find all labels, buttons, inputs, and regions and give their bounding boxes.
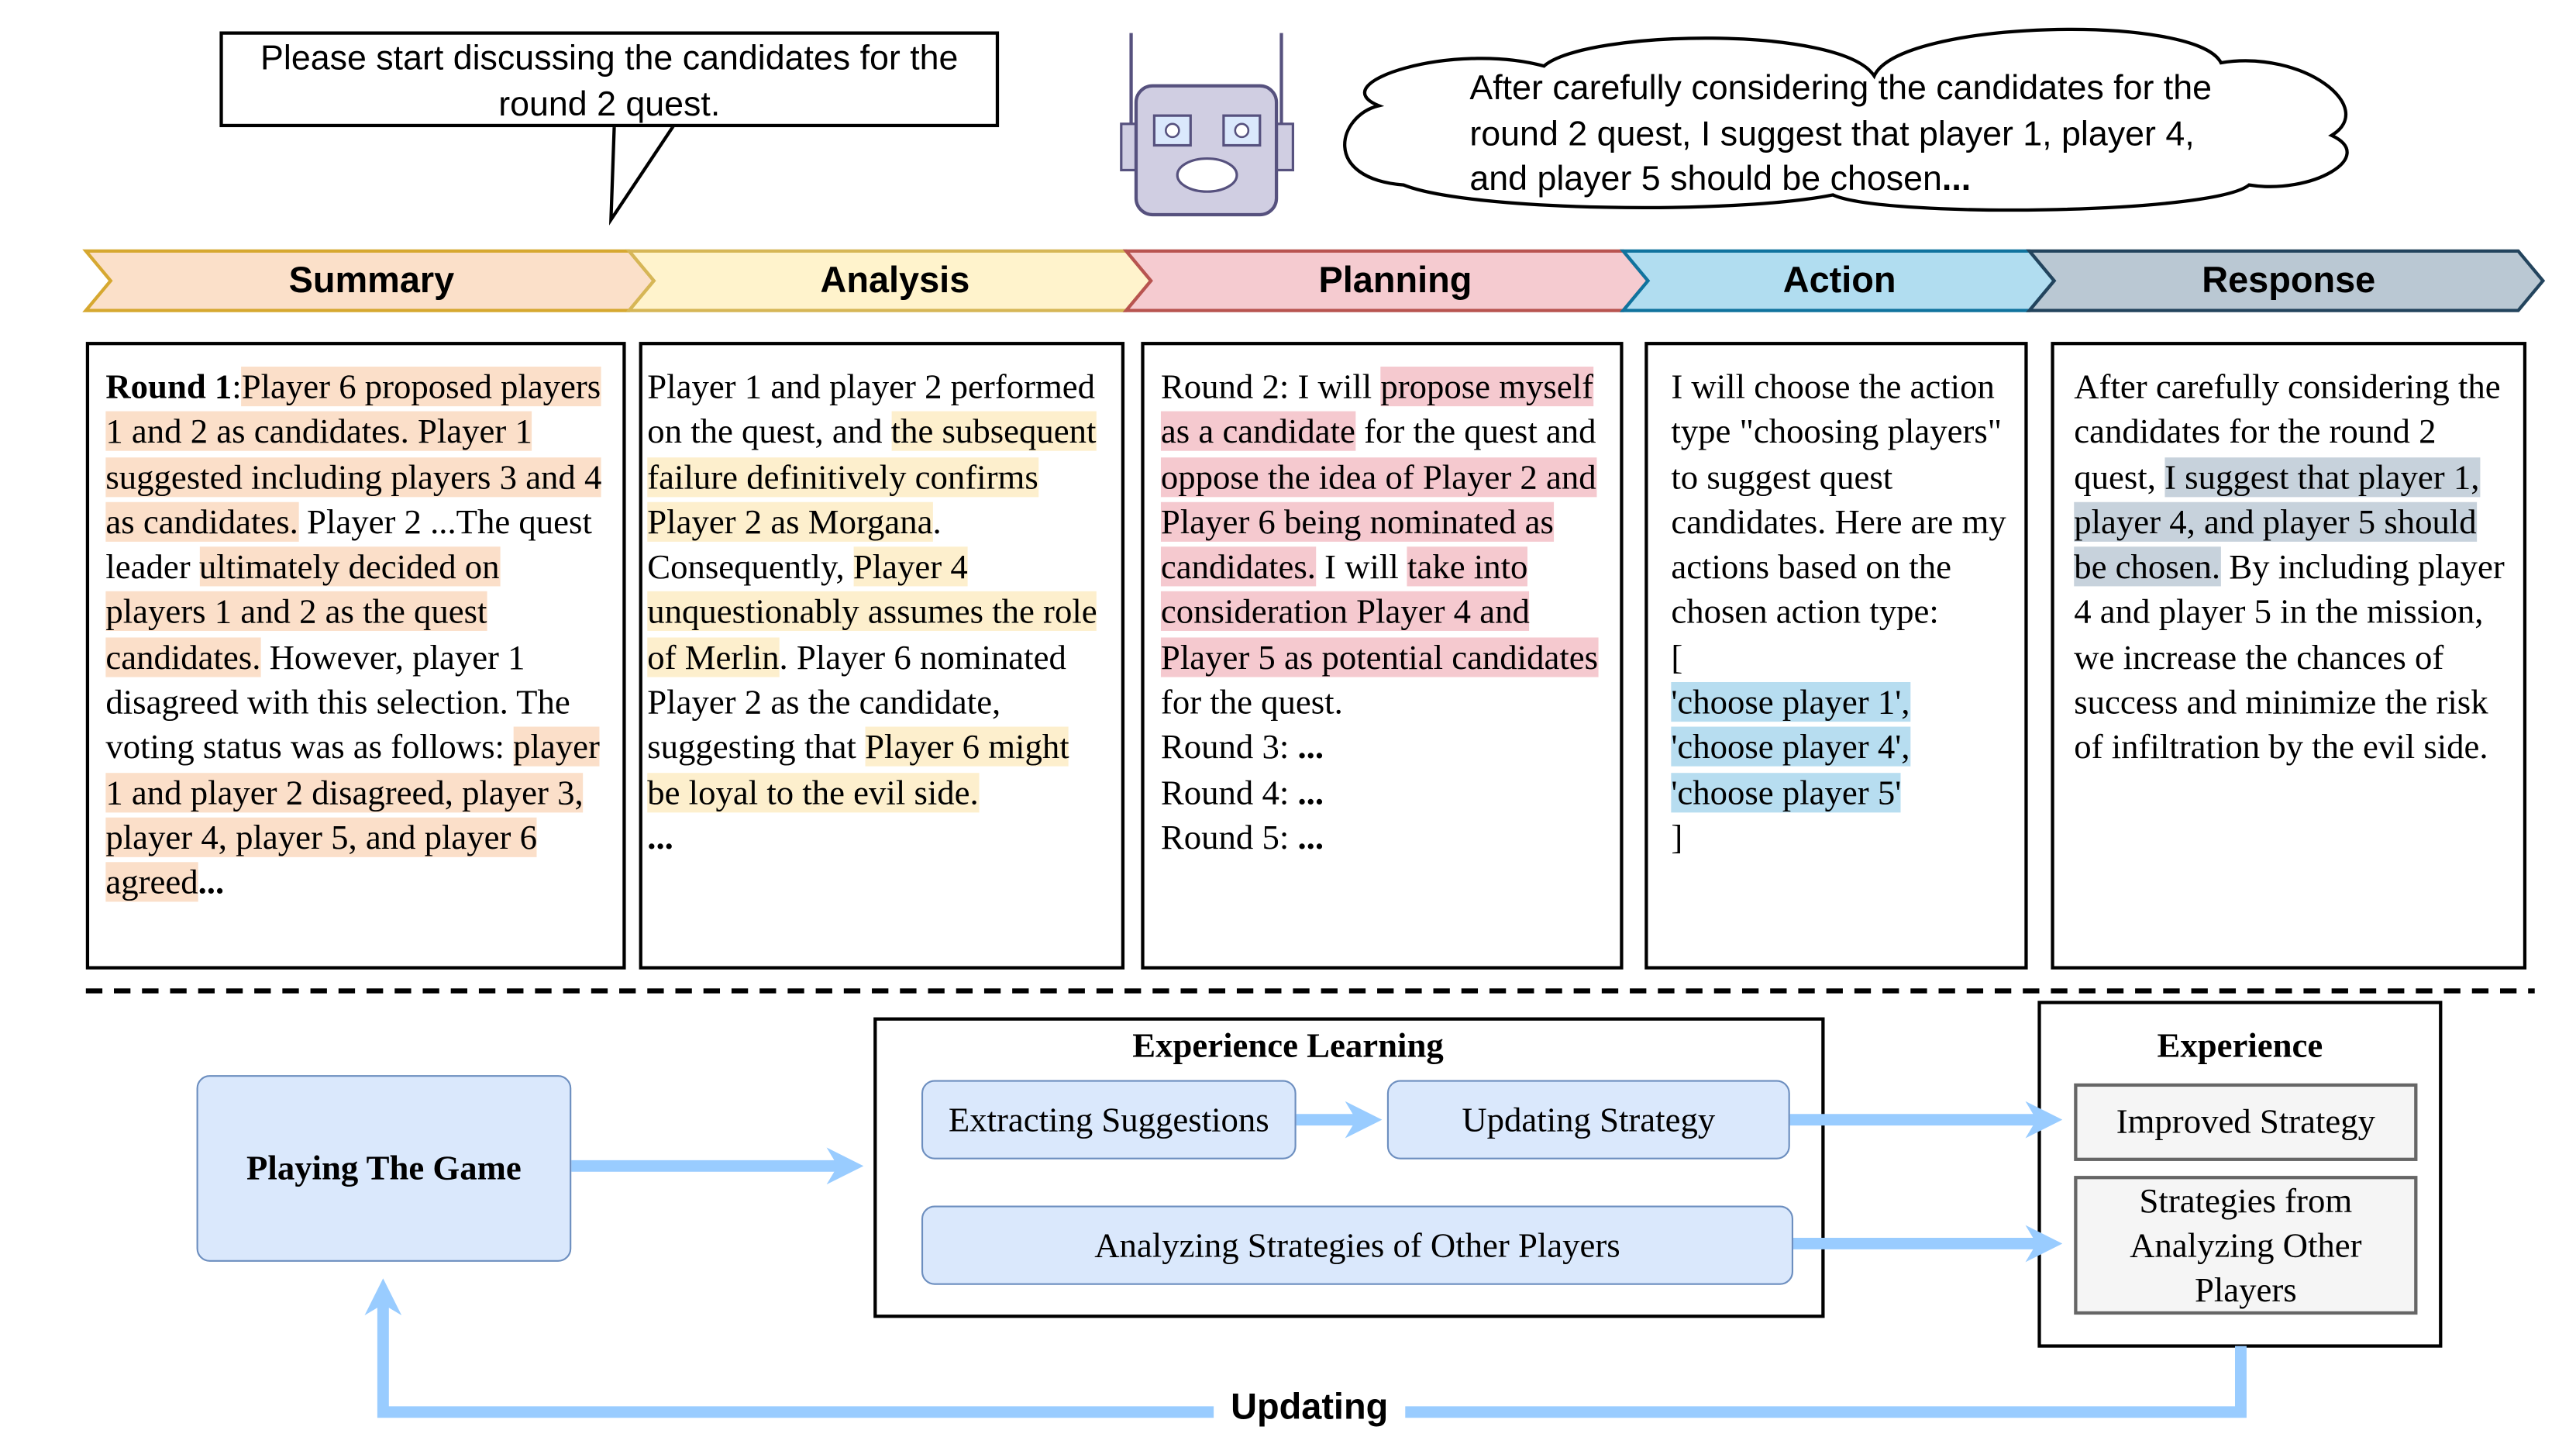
- action-panel: I will choose the action type "choosing …: [1644, 342, 2028, 970]
- analysis-text: . Consequently,: [647, 501, 942, 587]
- summary-panel: Round 1:Player 6 proposed players 1 and …: [85, 342, 626, 970]
- experience-title: Experience: [2157, 1025, 2323, 1066]
- updating-strategy-label: Updating Strategy: [1462, 1099, 1716, 1139]
- action-close-bracket: ]: [1671, 817, 1683, 857]
- stage-label-summary: Summary: [288, 259, 455, 301]
- experience-learning-title: Experience Learning: [1132, 1025, 1444, 1066]
- response-text: After carefully considering the candidat…: [2074, 367, 2501, 497]
- stage-chevron-response: [2026, 249, 2546, 312]
- planning-ellipsis: ...: [1297, 817, 1324, 857]
- prompt-text: Please start discussing the candidates f…: [260, 40, 959, 124]
- planning-round-4: Round 4:: [1160, 772, 1298, 812]
- summary-ellipsis: ...: [198, 862, 225, 902]
- improved-strategy-label: Improved Strategy: [2116, 1101, 2375, 1142]
- analyzing-strategies-label: Analyzing Strategies of Other Players: [1094, 1224, 1620, 1265]
- planning-panel: Round 2: I will propose myself as a cand…: [1141, 342, 1624, 970]
- updating-strategy-box: Updating Strategy: [1386, 1080, 1790, 1160]
- strategies-from-others-box: Strategies from Analyzing Other Players: [2074, 1176, 2418, 1315]
- reply-cloud-bubble: [1343, 27, 2349, 212]
- planning-round-5: Round 5:: [1160, 817, 1298, 857]
- summary-round-label: Round 1: [105, 367, 232, 407]
- summary-text: However, player 1 disagreed with this se…: [105, 637, 570, 767]
- extracting-suggestions-label: Extracting Suggestions: [948, 1099, 1269, 1139]
- action-text: I will choose the action type "choosing …: [1671, 367, 2006, 632]
- summary-text: :: [232, 367, 242, 407]
- improved-strategy-box: Improved Strategy: [2074, 1083, 2418, 1161]
- reply-text: After carefully considering the candidat…: [1469, 69, 2212, 198]
- reply-ellipsis: ...: [1941, 160, 1972, 198]
- planning-round-3: Round 3:: [1160, 727, 1298, 767]
- planning-ellipsis: ...: [1297, 772, 1324, 812]
- playing-the-game-label: Playing The Game: [246, 1147, 522, 1188]
- analysis-panel: Player 1 and player 2 performed on the q…: [639, 342, 1125, 970]
- experience-learning-container: [873, 1017, 1825, 1318]
- analysis-text: Player 1 and player 2 performed on the q…: [647, 367, 1096, 452]
- extracting-suggestions-box: Extracting Suggestions: [921, 1080, 1297, 1160]
- playing-the-game-box: Playing The Game: [196, 1075, 572, 1262]
- prompt-bubble-tail: [608, 124, 676, 226]
- reply-bubble-text: After carefully considering the candidat…: [1469, 66, 2245, 202]
- analysis-ellipsis: ...: [647, 817, 673, 857]
- planning-text: for the quest and: [1355, 412, 1596, 452]
- planning-text: I will: [1315, 546, 1408, 587]
- summary-text: Player 2 ...The quest leader: [105, 501, 592, 587]
- planning-ellipsis: ...: [1297, 727, 1324, 767]
- response-text: By including player 4 and player 5 in th…: [2074, 546, 2505, 767]
- analysis-text: . Player 6 nominated Player 2 as the can…: [647, 637, 1066, 767]
- prompt-bubble: Please start discussing the candidates f…: [219, 31, 1000, 128]
- action-item: 'choose player 4',: [1671, 727, 1910, 767]
- summary-highlight: ultimately decided on players 1 and 2 as…: [105, 546, 500, 677]
- stage-label-planning: Planning: [1318, 259, 1472, 301]
- strategies-from-others-label: Strategies from Analyzing Other Players: [2130, 1180, 2362, 1309]
- action-open-bracket: [: [1671, 637, 1683, 677]
- robot-icon: [1120, 33, 1294, 217]
- action-item: 'choose player 5': [1671, 772, 1902, 812]
- stage-label-action: Action: [1782, 259, 1896, 301]
- analyzing-strategies-box: Analyzing Strategies of Other Players: [921, 1205, 1794, 1285]
- stage-label-response: Response: [2202, 259, 2376, 301]
- planning-text: Round 2: I will: [1160, 367, 1381, 407]
- action-item: 'choose player 1',: [1671, 682, 1910, 722]
- planning-text: for the quest.: [1160, 682, 1343, 722]
- stage-label-analysis: Analysis: [820, 259, 970, 301]
- response-panel: After carefully considering the candidat…: [2051, 342, 2527, 970]
- updating-loop-label: Updating: [1214, 1384, 1406, 1431]
